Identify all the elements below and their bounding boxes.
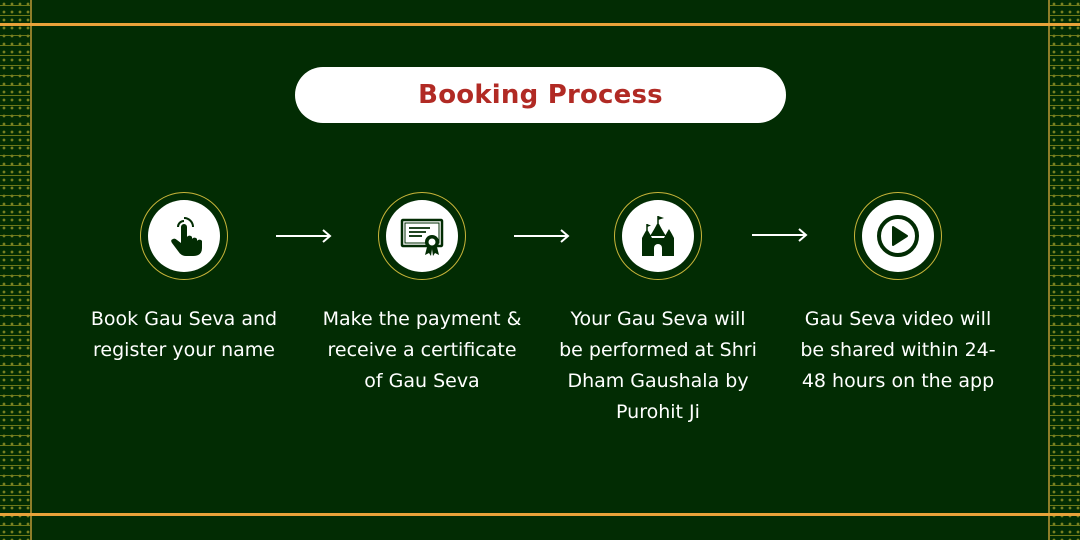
- arrow-right-icon: [514, 229, 570, 243]
- certificate-icon: [400, 218, 444, 256]
- step-1-text: Book Gau Seva and register your name: [90, 308, 278, 361]
- hand-tap-icon: [171, 217, 202, 256]
- bottom-divider: [0, 513, 1080, 516]
- step-3-text: Your Gau Seva will be performed at Shri …: [559, 308, 757, 423]
- left-decorative-border: [0, 0, 30, 540]
- right-decorative-border: [1050, 0, 1080, 540]
- title-pill: Booking Process: [295, 67, 786, 123]
- arrow-right-icon: [276, 229, 332, 243]
- step-1-icon-circle: [140, 192, 228, 280]
- step-2-text: Make the payment & receive a certificate…: [322, 308, 522, 392]
- step-3-icon-circle: [614, 192, 702, 280]
- step-2-icon-circle: [378, 192, 466, 280]
- top-divider: [0, 23, 1080, 26]
- temple-icon: [642, 216, 674, 256]
- left-border-line: [30, 0, 32, 540]
- step-4-icon-circle: [854, 192, 942, 280]
- arrow-right-icon: [752, 228, 808, 242]
- right-border-line: [1048, 0, 1050, 540]
- page-title: Booking Process: [418, 80, 663, 110]
- step-4-text: Gau Seva video will be shared within 24-…: [800, 308, 996, 392]
- play-icon: [877, 215, 919, 257]
